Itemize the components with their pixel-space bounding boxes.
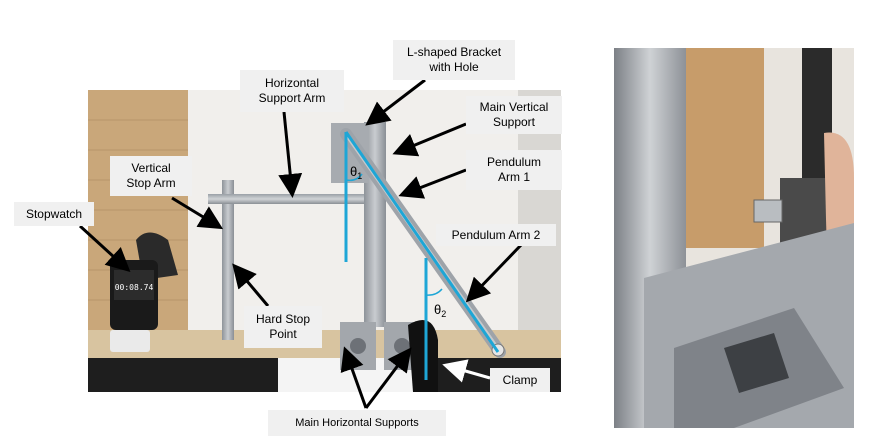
stopwatch-stand <box>110 330 150 352</box>
label-hard-stop-point: Hard Stop Point <box>244 306 322 348</box>
extrusion-slot <box>724 333 789 393</box>
label-stopwatch: Stopwatch <box>14 202 94 226</box>
label-main-vertical-support: Main Vertical Support <box>466 96 562 134</box>
theta2-label: θ2 <box>434 302 446 319</box>
label-vertical-stop-arm: Vertical Stop Arm <box>110 156 192 196</box>
pendulum-reference-line <box>344 131 500 353</box>
pivot-closeup-scene <box>614 48 854 428</box>
label-main-horizontal-supports: Main Horizontal Supports <box>268 410 446 436</box>
horizontal-support-arm <box>208 194 378 204</box>
label-pendulum-arm-2: Pendulum Arm 2 <box>436 224 556 246</box>
stopwatch-display: 00:08.74 <box>115 283 154 292</box>
vertical-stop-arm <box>222 180 234 340</box>
label-clamp: Clamp <box>490 368 550 392</box>
label-l-shaped-bracket: L-shaped Bracket with Hole <box>393 40 515 80</box>
stopwatch-screen <box>114 270 154 300</box>
label-horizontal-support-arm: Horizontal Support Arm <box>240 70 344 112</box>
theta2-arc <box>425 288 443 296</box>
theta1-label: θ1 <box>350 164 362 181</box>
pivot-closeup-photo <box>614 48 854 428</box>
pivot-nut <box>753 199 783 223</box>
wood-panel <box>684 48 764 248</box>
theta1-arc <box>345 173 363 182</box>
clamp-body <box>408 320 438 392</box>
label-pendulum-arm-1: Pendulum Arm 1 <box>466 150 562 190</box>
